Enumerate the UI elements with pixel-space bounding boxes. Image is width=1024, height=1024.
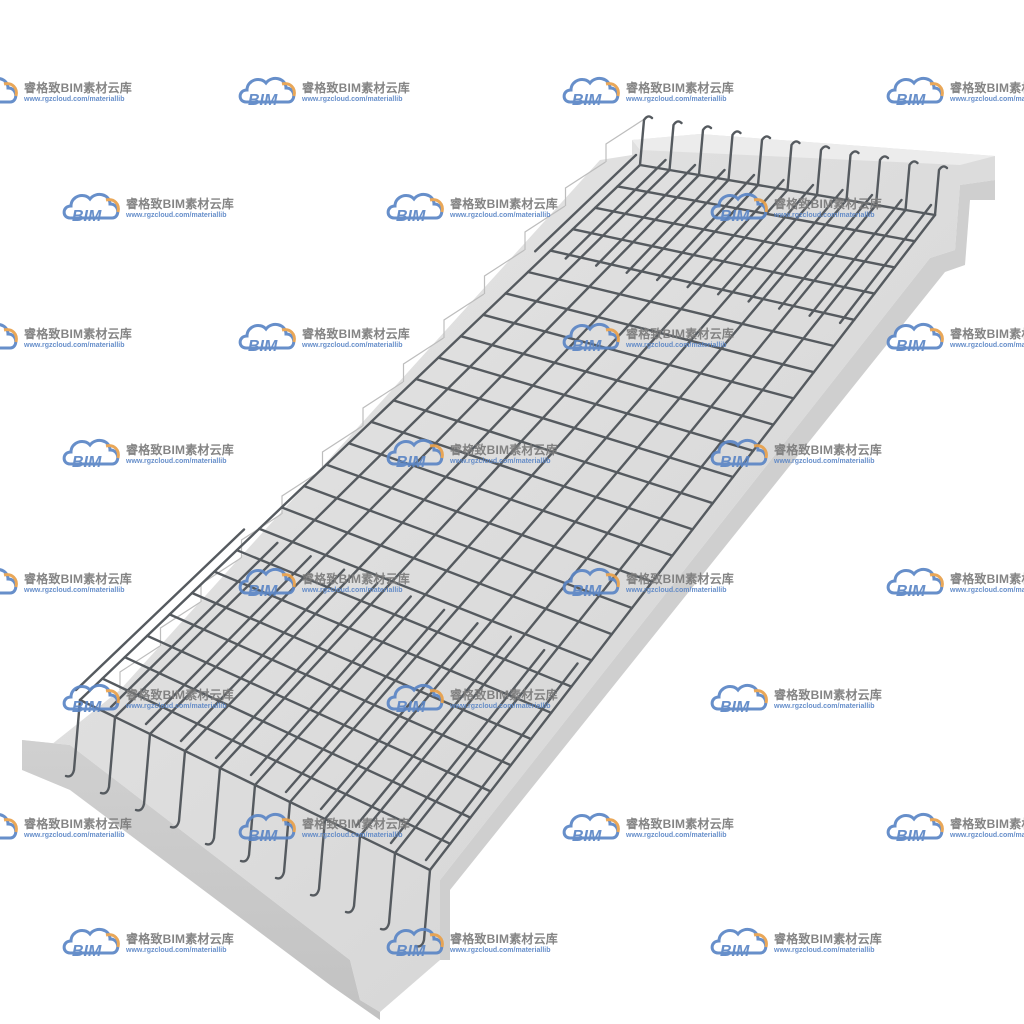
- rebar-hook: [64, 698, 82, 778]
- rebar-transverse: [526, 270, 836, 348]
- rebar-top-layer: [747, 188, 844, 303]
- rebar-top-layer: [389, 648, 546, 845]
- rebar-hook: [727, 130, 742, 182]
- rebar-transverse: [325, 463, 654, 583]
- rebar-longitudinal: [358, 203, 878, 838]
- rebar-hook: [756, 135, 772, 187]
- rebar-hook: [845, 150, 860, 202]
- rebar-transverse: [482, 313, 795, 400]
- rebar-top-layer: [249, 595, 412, 777]
- rebar-longitudinal: [323, 198, 848, 821]
- rebar-transverse: [258, 527, 593, 662]
- rebar-transverse: [459, 335, 775, 426]
- rebar-hook: [204, 766, 222, 846]
- rebar-transverse: [190, 591, 533, 741]
- rebar-transverse: [504, 292, 815, 374]
- stair-step-edge: [362, 381, 404, 426]
- rebar-hook: [786, 140, 801, 192]
- rebar-longitudinal: [393, 208, 907, 855]
- rebar-hook: [815, 145, 831, 197]
- rebar-hook: [904, 160, 919, 212]
- rebar-top-layer: [625, 168, 726, 274]
- rebar-transverse: [213, 570, 553, 714]
- rebar-longitudinal: [218, 183, 760, 770]
- rebar-top-layer: [424, 662, 579, 862]
- rebar-hook: [274, 800, 292, 880]
- rebar-top-layer: [354, 635, 512, 828]
- rebar-top-layer: [564, 158, 667, 260]
- rebar-transverse: [437, 356, 755, 452]
- rebar-hook: [668, 120, 683, 172]
- rebar-top-layer: [777, 193, 874, 310]
- rebar-hook: [344, 834, 362, 914]
- stair-step-edge: [159, 601, 201, 646]
- rebar-top-layer: [838, 203, 933, 325]
- rebar-hook: [134, 732, 152, 812]
- stair-step-edge: [524, 205, 566, 250]
- rebar-longitudinal: [183, 178, 730, 753]
- rebar-transverse: [392, 399, 714, 505]
- stair-slab: [22, 134, 995, 1020]
- rebar-longitudinal: [428, 213, 937, 872]
- rebar-top-layer: [74, 528, 246, 692]
- rebar-top-layer: [808, 198, 903, 317]
- rebar-transverse: [101, 677, 452, 845]
- rebar-hook: [309, 817, 327, 897]
- rebar-top-layer: [716, 183, 815, 296]
- stair-step-edge: [605, 117, 647, 162]
- rebar-hook: [99, 715, 117, 795]
- stair-step-edge: [443, 293, 485, 338]
- rebar-hook: [379, 851, 397, 931]
- rebar-transverse: [280, 506, 613, 636]
- rebar-top-layer: [655, 173, 756, 282]
- rebar-hook: [239, 783, 257, 863]
- rebar-longitudinal: [78, 163, 642, 702]
- stair-step-edge: [564, 161, 606, 206]
- stair-step-edge: [321, 425, 363, 470]
- rebar-top-layer: [179, 568, 346, 743]
- rebar-transverse: [123, 656, 472, 819]
- rebar-hook: [169, 749, 187, 829]
- rebar-top-layer: [214, 581, 379, 760]
- rebar-hook: [933, 165, 949, 217]
- rebar-transverse: [594, 206, 896, 269]
- rebar-transverse: [414, 377, 735, 479]
- rebar-top-layer: [594, 163, 697, 267]
- stair-step-edge: [402, 337, 444, 382]
- rebar-longitudinal: [288, 193, 819, 804]
- rebar-transverse: [168, 613, 512, 767]
- stair-step-edge: [483, 249, 525, 294]
- rebar-hook: [697, 125, 713, 177]
- rebar-cage: [64, 115, 949, 948]
- rebar-hook: [638, 115, 654, 167]
- rebar-longitudinal: [253, 188, 789, 787]
- rebar-top-layer: [319, 622, 479, 811]
- stair-step-edge: [119, 645, 161, 690]
- rebar-top-layer: [534, 153, 638, 253]
- rebar-top-layer: [686, 178, 785, 289]
- rebar-transverse: [145, 634, 492, 793]
- rebar-hook: [874, 155, 890, 207]
- rebar-top-layer: [284, 608, 446, 794]
